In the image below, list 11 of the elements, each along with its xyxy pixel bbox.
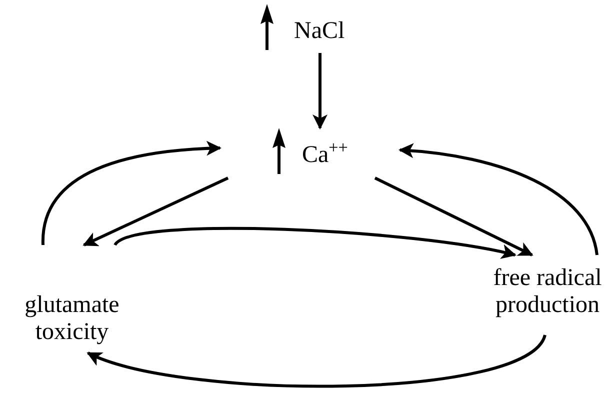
- arrow: [82, 176, 229, 246]
- arrow: [312, 53, 328, 130]
- node-label: NaCl: [294, 18, 345, 45]
- arrow: [42, 141, 222, 246]
- node-label: Ca$^{++}$: [302, 142, 348, 169]
- arrow: [374, 176, 534, 256]
- node-label: free radical production: [492, 265, 603, 319]
- arrow: [86, 334, 546, 388]
- node-label: glutamate toxicity: [24, 292, 120, 346]
- arrow: [114, 226, 516, 260]
- arrow: [398, 144, 598, 256]
